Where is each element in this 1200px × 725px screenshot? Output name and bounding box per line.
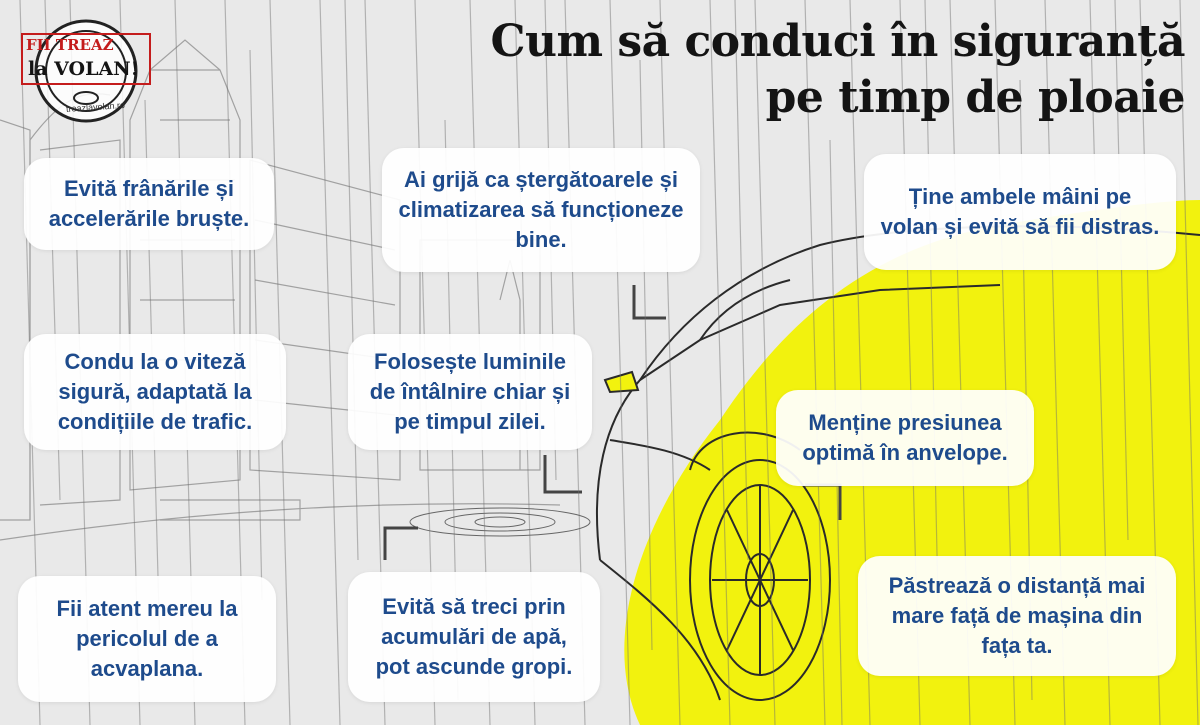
logo-line2: la VOLAN! — [28, 58, 139, 80]
steering-wheel-icon — [21, 19, 151, 123]
tip-card-distance: Păstrează o distanță mai mare față de ma… — [858, 556, 1176, 676]
logo-line1: FII TREAZ — [26, 36, 114, 54]
tip-card-wipers: Ai grijă ca ștergătoarele și climatizare… — [382, 148, 700, 272]
tip-card-hands-on-wheel: Ține ambele mâini pe volan și evită să f… — [864, 154, 1176, 270]
brand-logo: FII TREAZ la VOLAN! treazlavolan.ro — [20, 16, 152, 126]
tip-card-puddles: Evită să treci prin acumulări de apă, po… — [348, 572, 600, 702]
puddle — [409, 507, 591, 537]
tip-card-tire-pressure: Menține presiunea optimă în anvelope. — [776, 390, 1034, 486]
tip-card-braking: Evită frânările și accelerările bruște. — [24, 158, 274, 250]
tip-card-safe-speed: Condu la o viteză sigură, adaptată la co… — [24, 334, 286, 450]
wheel-sketch — [689, 431, 831, 701]
page-title: Cum să conduci în siguranță pe timp de p… — [490, 16, 1186, 123]
tip-card-headlights: Folosește luminile de întâlnire chiar și… — [348, 334, 592, 450]
tip-card-aquaplaning: Fii atent mereu la pericolul de a acvapl… — [18, 576, 276, 702]
